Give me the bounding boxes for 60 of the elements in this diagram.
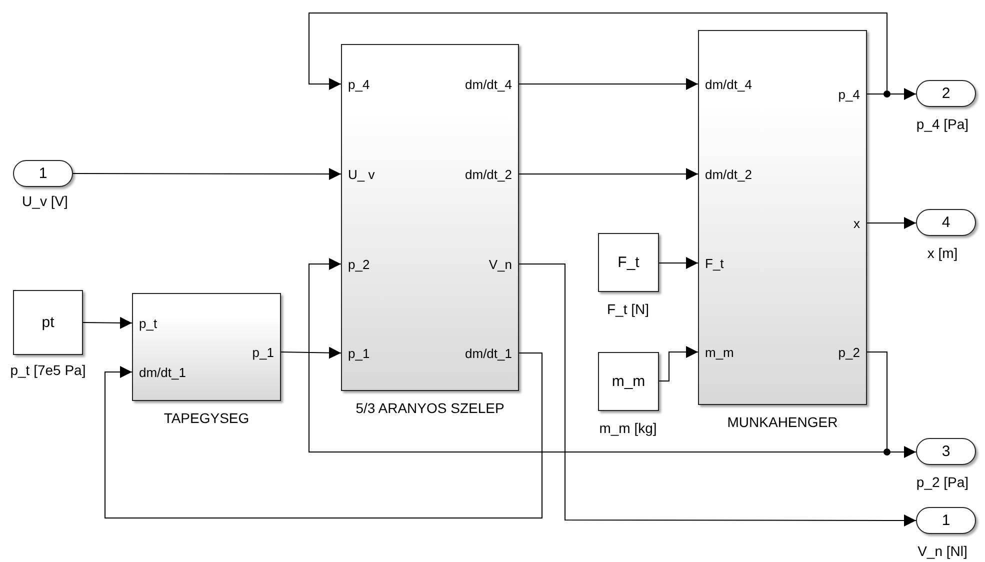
signal-line: [658, 346, 698, 382]
signal-line: [104, 352, 542, 518]
signal-line: [866, 217, 916, 229]
block-label: MUNKAHENGER: [726, 414, 839, 431]
port-label: dm/dt_4: [465, 77, 512, 92]
constant-block: [13, 290, 83, 355]
block-label: x [m]: [926, 245, 959, 262]
port-block: [916, 80, 976, 107]
port-block: [916, 209, 976, 236]
port-label: p_2: [838, 345, 860, 360]
signal-line: [518, 78, 698, 90]
port-label: V_n: [488, 257, 512, 272]
signal-line: [308, 258, 888, 452]
port-label: dm/dt_1: [139, 365, 186, 380]
block-label: p_4 [Pa]: [915, 116, 970, 133]
port-label: p_t: [139, 316, 158, 331]
subsystem-block: [132, 293, 281, 401]
port-label: dm/dt_4: [705, 77, 752, 92]
subsystem-block: [341, 44, 519, 391]
constant-block: [598, 352, 659, 411]
port-block: [13, 160, 73, 187]
port-label: U_ v: [348, 167, 375, 182]
block-label: m_m [kg]: [598, 420, 658, 437]
block-label: p_2 [Pa]: [915, 474, 970, 491]
block-label: F_t [N]: [606, 301, 650, 318]
constant-block: [598, 233, 659, 292]
block-label: TAPEGYSEG: [162, 410, 250, 427]
port-label: m_m: [705, 345, 734, 360]
signal-line: [518, 264, 916, 526]
signal-line: [82, 316, 132, 329]
constant-value: m_m: [612, 373, 646, 390]
port-label: p_4: [348, 77, 370, 92]
block-label: p_t [7e5 Pa]: [9, 362, 87, 379]
port-number: 3: [942, 443, 950, 460]
port-number: 2: [942, 85, 950, 102]
port-label: p_2: [348, 257, 370, 272]
signal-line: [518, 168, 698, 180]
port-label: dm/dt_2: [705, 167, 752, 182]
signal-line: [280, 346, 342, 359]
signal-line: [72, 168, 342, 180]
block-label: 5/3 ARANYOS SZELEP: [354, 400, 506, 417]
subsystem-block: [698, 30, 867, 405]
block-label: U_v [V]: [21, 193, 69, 210]
port-number: 1: [38, 165, 48, 182]
port-label: x: [854, 216, 860, 231]
signal-line: [658, 257, 698, 269]
port-block: [916, 438, 976, 465]
port-label: F_t: [705, 256, 724, 271]
port-label: p_4: [838, 87, 860, 102]
signal-line: [308, 12, 888, 94]
port-label: p_1: [252, 345, 274, 360]
port-label: p_1: [348, 346, 370, 361]
block-label: V_n [Nl]: [916, 543, 968, 560]
port-number: 1: [942, 512, 950, 529]
constant-value: pt: [42, 314, 54, 331]
port-label: dm/dt_1: [465, 346, 512, 361]
constant-value: F_t: [618, 254, 640, 271]
port-number: 4: [942, 214, 950, 231]
port-label: dm/dt_2: [465, 167, 512, 182]
port-block: [916, 507, 976, 534]
